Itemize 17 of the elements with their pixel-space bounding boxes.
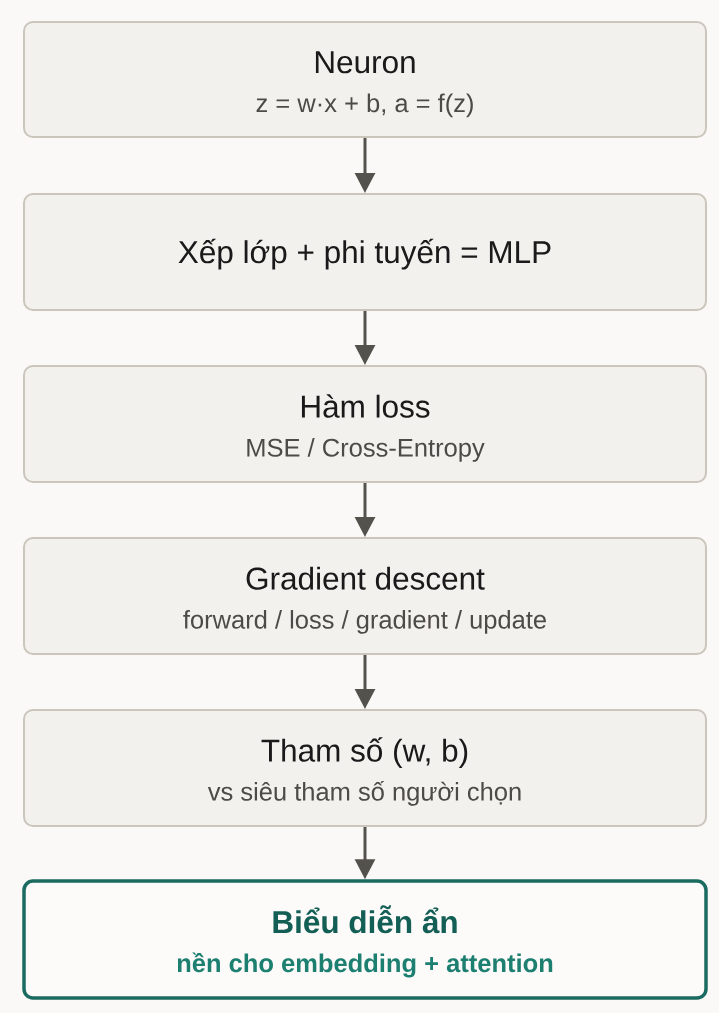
box-subtitle: forward / loss / gradient / update (183, 610, 546, 634)
box-title: Tham số (w, b) (261, 737, 468, 769)
box-title: Xếp lớp + phi tuyến = MLP (178, 238, 551, 270)
box-title: Neuron (315, 51, 415, 74)
box-title: Gradient descent (246, 566, 485, 590)
box-subtitle: nền cho embedding + attention (177, 952, 553, 978)
box-subtitle: vs siêu tham số người chọn (207, 780, 521, 806)
process-box (22, 879, 708, 1000)
box-title: Biểu diễn ẩn (273, 905, 457, 934)
box-subtitle: MSE / Cross-Entropy (247, 438, 485, 462)
box-subtitle: z = w·x + b, a = f(z) (256, 93, 473, 118)
process-box (23, 709, 707, 827)
process-box (23, 21, 707, 138)
process-box (23, 537, 707, 655)
box-title: Hàm loss (301, 394, 430, 418)
process-box (23, 193, 707, 311)
process-box (23, 365, 707, 483)
